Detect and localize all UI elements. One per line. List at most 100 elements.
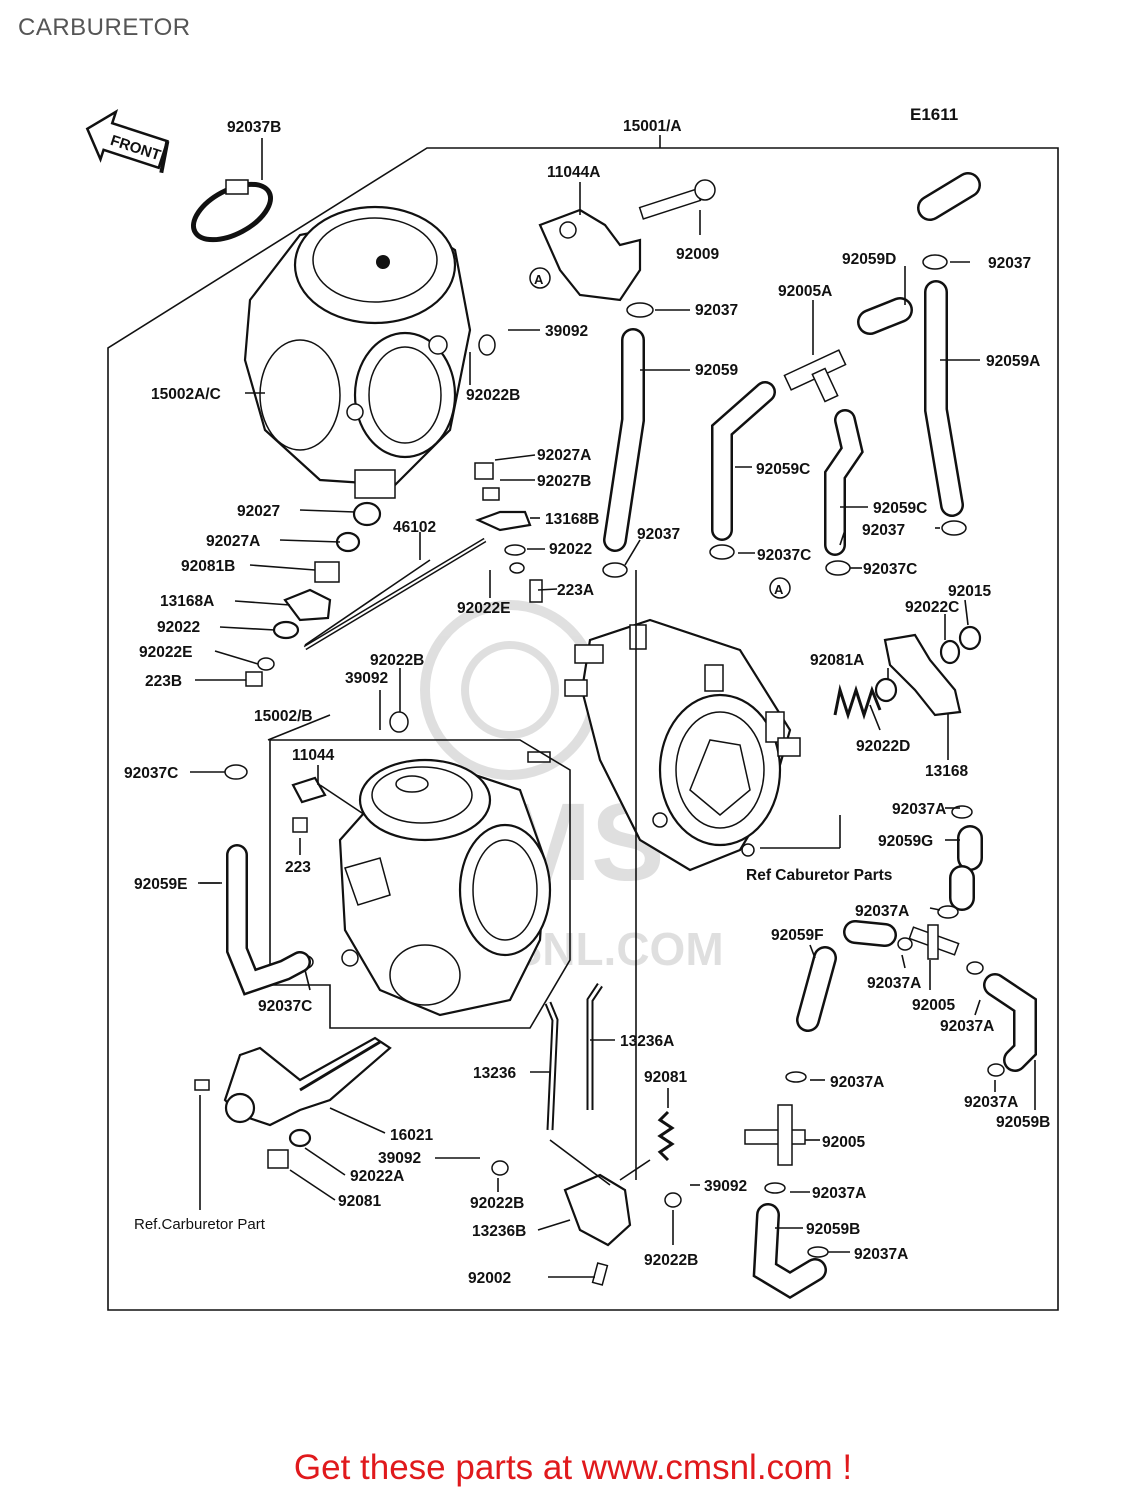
- footer-link-text[interactable]: Get these parts at www.cmsnl.com !: [293, 1448, 853, 1487]
- diagram-code: E1611: [910, 105, 958, 124]
- clamps-lower-right: [491, 805, 1005, 1258]
- label-92059d: 92059D: [842, 251, 896, 268]
- label-92022-1: 92022: [549, 541, 592, 558]
- label-92027b: 92027B: [537, 473, 591, 490]
- label-92027a-1: 92027A: [537, 447, 591, 464]
- svg-text:A: A: [774, 582, 784, 597]
- label-92022c: 92022C: [905, 599, 959, 616]
- small-parts-left: [245, 501, 487, 687]
- assembly-frame: [107, 147, 1059, 1311]
- label-92037a-2: 92037A: [855, 903, 909, 920]
- label-92059e: 92059E: [134, 876, 187, 893]
- label-92022e-1: 92022E: [457, 600, 510, 617]
- label-92022b-4: 92022B: [644, 1252, 698, 1269]
- label-92037-3: 92037: [637, 526, 680, 543]
- label-92081-2: 92081: [338, 1193, 381, 1210]
- carburetor-exploded-diagram: CMS CMSNL.COM FRONT E1611: [85, 105, 1059, 1311]
- label-15002b: 15002/B: [254, 708, 313, 725]
- label-92037c-3: 92037C: [124, 765, 178, 782]
- label-15001a: 15001/A: [623, 118, 682, 135]
- label-46102: 46102: [393, 519, 436, 536]
- label-13236: 13236: [473, 1065, 516, 1082]
- label-16021: 16021: [390, 1127, 433, 1144]
- label-92022e-2: 92022E: [139, 644, 192, 661]
- label-223b: 223B: [145, 673, 182, 690]
- label-92005a: 92005A: [778, 283, 832, 300]
- label-39092-1: 39092: [545, 323, 588, 340]
- label-92037a-3: 92037A: [867, 975, 921, 992]
- screw-part: [527, 751, 551, 763]
- label-92022-2: 92022: [157, 619, 200, 636]
- callout-marker-a2-icon: A: [769, 577, 791, 599]
- lower-carb-frame: [269, 739, 571, 1029]
- svg-text:A: A: [534, 272, 544, 287]
- label-92037a-4: 92037A: [940, 1018, 994, 1035]
- label-13168: 13168: [925, 763, 968, 780]
- label-11044: 11044: [292, 747, 335, 764]
- label-92037-2: 92037: [695, 302, 738, 319]
- label-13236a: 13236A: [620, 1033, 674, 1050]
- label-92059: 92059: [695, 362, 738, 379]
- label-92059c-2: 92059C: [873, 500, 927, 517]
- label-92081b: 92081B: [181, 558, 235, 575]
- label-92059f: 92059F: [771, 927, 824, 944]
- label-13168a: 13168A: [160, 593, 214, 610]
- spring-and-lever: [833, 625, 982, 720]
- label-13236b: 13236B: [472, 1223, 526, 1240]
- label-39092-4: 39092: [704, 1178, 747, 1195]
- t-fitting-92005-upper: [908, 924, 960, 960]
- label-223: 223: [285, 859, 311, 876]
- label-92037a-5: 92037A: [830, 1074, 884, 1091]
- label-ref-caburetor-parts: Ref Caburetor Parts: [746, 867, 892, 884]
- front-arrow-icon: FRONT: [85, 109, 170, 174]
- label-92022b-2: 92022B: [370, 652, 424, 669]
- choke-cable-assembly: [194, 1036, 392, 1169]
- label-92081a: 92081A: [810, 652, 864, 669]
- label-92022b-1: 92022B: [466, 387, 520, 404]
- page-title: CARBURETOR: [18, 14, 191, 41]
- label-92037c-2: 92037C: [863, 561, 917, 578]
- label-92081-1: 92081: [644, 1069, 687, 1086]
- label-92002: 92002: [468, 1270, 511, 1287]
- bracket-11044: [291, 776, 327, 833]
- label-92027a-2: 92027A: [206, 533, 260, 550]
- label-92037-4: 92037: [862, 522, 905, 539]
- label-92037b: 92037B: [227, 119, 281, 136]
- lower-carburetor-body: [338, 758, 552, 1017]
- label-92059b-2: 92059B: [806, 1221, 860, 1238]
- label-39092-3: 39092: [378, 1150, 421, 1167]
- label-92005-1: 92005: [912, 997, 955, 1014]
- label-92022d: 92022D: [856, 738, 910, 755]
- throttle-bracket-part: [538, 179, 716, 302]
- label-92037a-8: 92037A: [854, 1246, 908, 1263]
- label-92037-1: 92037: [988, 255, 1031, 272]
- label-92022a: 92022A: [350, 1168, 404, 1185]
- hose-clamp-part: [191, 179, 273, 243]
- label-11044a: 11044A: [547, 164, 600, 181]
- upper-carburetor-body: [243, 205, 472, 499]
- label-92009: 92009: [676, 246, 719, 263]
- label-39092-2: 39092: [345, 670, 388, 687]
- label-92027: 92027: [237, 503, 280, 520]
- label-92037c-1: 92037C: [757, 547, 811, 564]
- label-92037a-1: 92037A: [892, 801, 946, 818]
- label-92059a: 92059A: [986, 353, 1040, 370]
- label-92005-2: 92005: [822, 1134, 865, 1151]
- label-92059g: 92059G: [878, 833, 933, 850]
- leader-lines: [190, 182, 1036, 1278]
- throttle-links: [544, 983, 675, 1286]
- t-fitting-92005-lower: [744, 1104, 806, 1166]
- label-92037a-7: 92037A: [812, 1185, 866, 1202]
- label-92037a-6: 92037A: [964, 1094, 1018, 1111]
- t-fitting-92005a: [783, 349, 847, 403]
- label-92059c-1: 92059C: [756, 461, 810, 478]
- washer-part: [389, 711, 409, 733]
- center-manifold-body: [564, 618, 801, 872]
- small-parts-center: [474, 334, 543, 603]
- label-92015: 92015: [948, 583, 991, 600]
- part-labels: 92037B 15001/A 11044A 92009 92059D 92037…: [124, 118, 1050, 1287]
- callout-marker-a-icon: A: [529, 267, 551, 289]
- label-13168b: 13168B: [545, 511, 599, 528]
- label-ref-carburetor-part: Ref.Carburetor Part: [134, 1216, 266, 1233]
- label-223a: 223A: [557, 582, 594, 599]
